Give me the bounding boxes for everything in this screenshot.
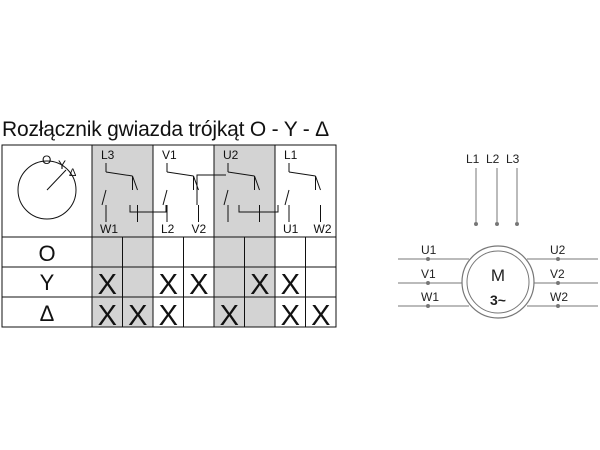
motor-wiring	[398, 168, 598, 308]
motor-right-label: U2	[550, 243, 566, 257]
switch-mark: X	[250, 269, 269, 301]
motor-outer-circle	[461, 245, 535, 319]
selector-dial: O Y Δ	[17, 153, 77, 220]
switch-mark: X	[98, 269, 117, 301]
motor-terminal	[426, 281, 430, 285]
contact-blade	[101, 189, 107, 206]
switch-mark: X	[159, 269, 178, 301]
motor-inner-circle	[466, 250, 530, 314]
row-labels: OYΔ	[38, 241, 55, 326]
contact-blade	[284, 189, 290, 206]
motor-letter: M	[491, 266, 505, 285]
contact-blade	[223, 189, 229, 206]
switch-mark: X	[128, 300, 147, 332]
contact-blade	[193, 175, 199, 191]
switch-mark: X	[281, 269, 300, 301]
dial-label-o: O	[42, 153, 51, 167]
diagram-title: Rozłącznik gwiazda trójkąt O - Y - Δ	[2, 118, 330, 141]
contact-bar	[166, 171, 194, 177]
dial-circle	[17, 160, 77, 220]
supply-label: L2	[486, 152, 500, 166]
column-bottom-label: W1	[100, 222, 118, 236]
supply-terminal	[495, 222, 499, 226]
motor-right-label: W2	[550, 290, 568, 304]
motor-terminal	[556, 304, 560, 308]
motor-terminal	[556, 257, 560, 261]
contact-blade	[162, 189, 168, 206]
switch-mark: X	[311, 300, 330, 332]
motor-terminal	[426, 304, 430, 308]
bridge-wire	[238, 205, 279, 213]
column-bottom-label: L2	[161, 222, 175, 236]
contact-blade	[254, 175, 260, 191]
row-label: Δ	[40, 301, 55, 326]
bridge-wire	[129, 205, 167, 213]
column-top-label: L1	[284, 148, 298, 162]
supply-terminal	[474, 222, 478, 226]
contact-blade	[315, 175, 321, 191]
supply-terminal	[515, 222, 519, 226]
column-top-label: U2	[223, 148, 239, 162]
dial-label-y: Y	[58, 158, 66, 172]
column-bottom-label: U1	[283, 222, 299, 236]
bridge-wire	[196, 174, 226, 205]
table-grid	[1, 144, 337, 328]
row-label: O	[38, 241, 55, 266]
switch-mark: X	[189, 269, 208, 301]
motor-symbol: M 3~	[461, 245, 535, 319]
switch-mark: X	[159, 300, 178, 332]
contact-bar	[227, 171, 255, 177]
motor-left-label: V1	[421, 267, 436, 281]
contact-switches	[101, 163, 321, 222]
switch-mark: X	[98, 300, 117, 332]
switch-mark: X	[281, 300, 300, 332]
motor-terminal	[426, 257, 430, 261]
dial-pointer	[46, 169, 67, 191]
motor-terminal	[556, 281, 560, 285]
motor-right-label: V2	[550, 267, 565, 281]
column-lines	[122, 145, 306, 327]
column-bottom-label: V2	[192, 222, 207, 236]
column-bottom-label: W2	[314, 222, 332, 236]
motor-left-label: U1	[421, 243, 437, 257]
dial-label-delta: Δ	[69, 167, 77, 179]
motor-left-label: W1	[421, 290, 439, 304]
column-top-label: V1	[162, 148, 177, 162]
row-label: Y	[40, 270, 55, 295]
contact-blade	[132, 175, 138, 191]
supply-label: L3	[506, 152, 520, 166]
contact-bar	[105, 171, 133, 177]
motor-phase: 3~	[490, 292, 506, 308]
column-top-label: L3	[101, 148, 115, 162]
contact-bar	[288, 171, 316, 177]
switch-mark: X	[220, 300, 239, 332]
supply-label: L1	[466, 152, 480, 166]
